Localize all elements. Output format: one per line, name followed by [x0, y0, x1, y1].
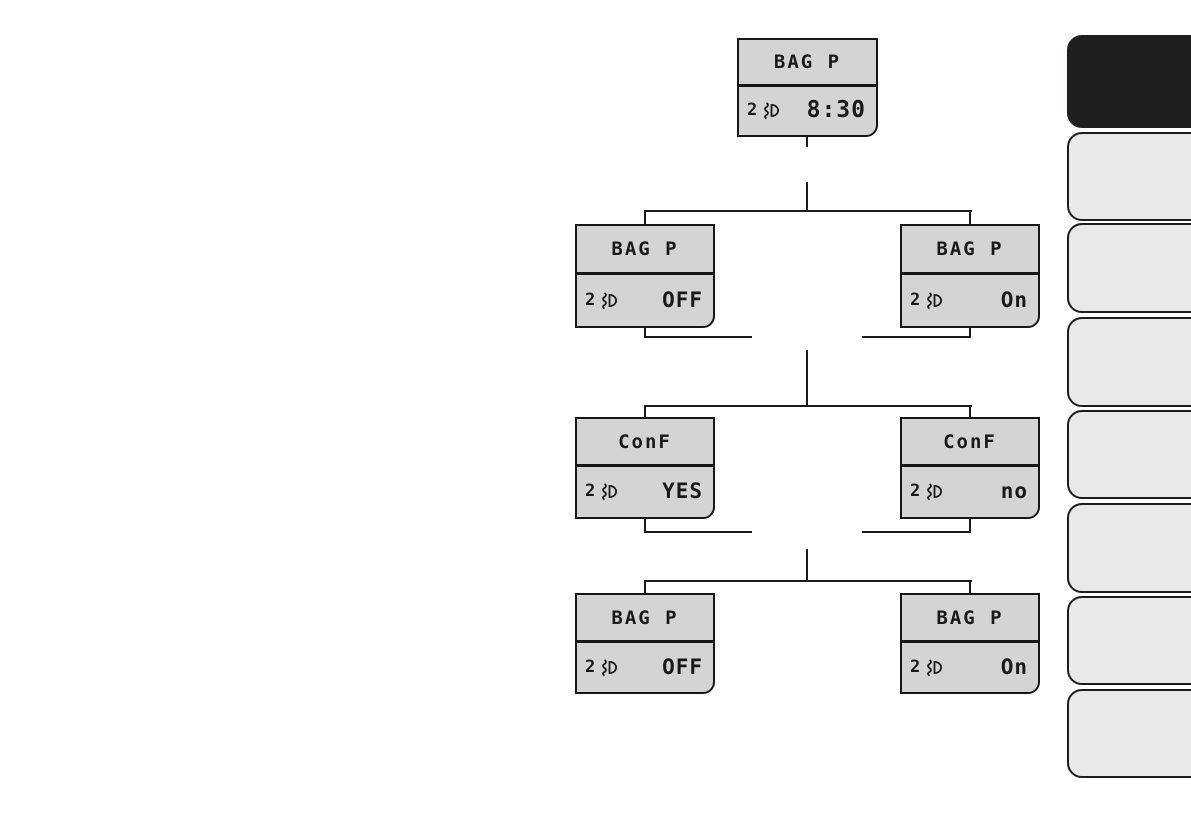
headlight-dimmer-icon: 2 — [910, 657, 946, 677]
connector-line — [644, 336, 752, 338]
headlight-dimmer-icon: 2 — [585, 657, 621, 677]
display-value: YES — [662, 479, 703, 503]
connector-line — [969, 518, 971, 533]
display-node-bagp-on-2: BAG P 2 On — [900, 593, 1040, 694]
display-title: BAG P — [902, 226, 1038, 275]
display-value: OFF — [662, 654, 703, 679]
display-status-row: 2 On — [902, 643, 1038, 692]
display-node-bagp-off-1: BAG P 2 OFF — [575, 224, 715, 328]
display-status-row: 2 8:30 — [739, 87, 876, 135]
thumb-tab-6 — [1067, 503, 1191, 593]
display-value: On — [1000, 287, 1028, 312]
display-value: On — [1000, 654, 1028, 679]
connector-line — [806, 182, 808, 212]
connector-line — [969, 405, 971, 418]
headlight-dimmer-icon: 2 — [747, 100, 783, 120]
dimmer-level-digit: 2 — [910, 656, 921, 677]
connector-line — [644, 405, 646, 418]
thumb-tab-7 — [1067, 596, 1191, 685]
display-node-bagp-on-1: BAG P 2 On — [900, 224, 1040, 328]
display-status-row: 2 OFF — [577, 275, 713, 326]
display-status-row: 2 YES — [577, 467, 713, 517]
headlight-dimmer-icon: 2 — [585, 290, 621, 310]
display-status-row: 2 OFF — [577, 643, 713, 692]
display-value: no — [1000, 479, 1028, 503]
display-title: BAG P — [902, 595, 1038, 643]
connector-line — [969, 210, 971, 224]
connector-line — [644, 405, 972, 407]
connector-line — [644, 580, 646, 593]
display-node-conf-yes: ConF 2 YES — [575, 417, 715, 519]
dimmer-level-digit: 2 — [585, 289, 596, 310]
connector-line — [644, 531, 752, 533]
display-status-row: 2 On — [902, 275, 1038, 326]
dimmer-level-digit: 2 — [910, 289, 921, 310]
connector-line — [969, 580, 971, 593]
thumb-tab-8 — [1067, 689, 1191, 778]
connector-line — [644, 518, 646, 533]
display-title: ConF — [577, 419, 713, 467]
headlight-dimmer-icon: 2 — [585, 481, 621, 501]
display-title: BAG P — [577, 595, 713, 643]
thumb-tab-1-active — [1067, 35, 1191, 128]
connector-line — [806, 549, 808, 582]
connector-line — [862, 531, 971, 533]
connector-line — [969, 327, 971, 338]
thumb-tab-4 — [1067, 317, 1191, 407]
connector-line — [862, 336, 971, 338]
dimmer-level-digit: 2 — [585, 656, 596, 677]
thumb-tab-5 — [1067, 410, 1191, 499]
connector-line — [644, 327, 646, 338]
display-value: OFF — [662, 287, 703, 312]
display-node-bagp-clock: BAG P 2 8:30 — [737, 38, 878, 137]
display-title: ConF — [902, 419, 1038, 467]
dimmer-level-digit: 2 — [585, 481, 596, 501]
display-title: BAG P — [739, 40, 876, 87]
connector-line — [644, 210, 972, 212]
display-node-conf-no: ConF 2 no — [900, 417, 1040, 519]
connector-line — [806, 350, 808, 407]
display-value: 8:30 — [806, 97, 866, 123]
dimmer-level-digit: 2 — [910, 481, 921, 501]
dimmer-level-digit: 2 — [747, 100, 758, 120]
headlight-dimmer-icon: 2 — [910, 481, 946, 501]
display-title: BAG P — [577, 226, 713, 275]
thumb-tab-2 — [1067, 132, 1191, 221]
display-status-row: 2 no — [902, 467, 1038, 517]
connector-line — [644, 580, 972, 582]
connector-line — [644, 210, 646, 224]
headlight-dimmer-icon: 2 — [910, 290, 946, 310]
display-node-bagp-off-2: BAG P 2 OFF — [575, 593, 715, 694]
connector-line — [806, 137, 808, 147]
thumb-tab-3 — [1067, 223, 1191, 313]
